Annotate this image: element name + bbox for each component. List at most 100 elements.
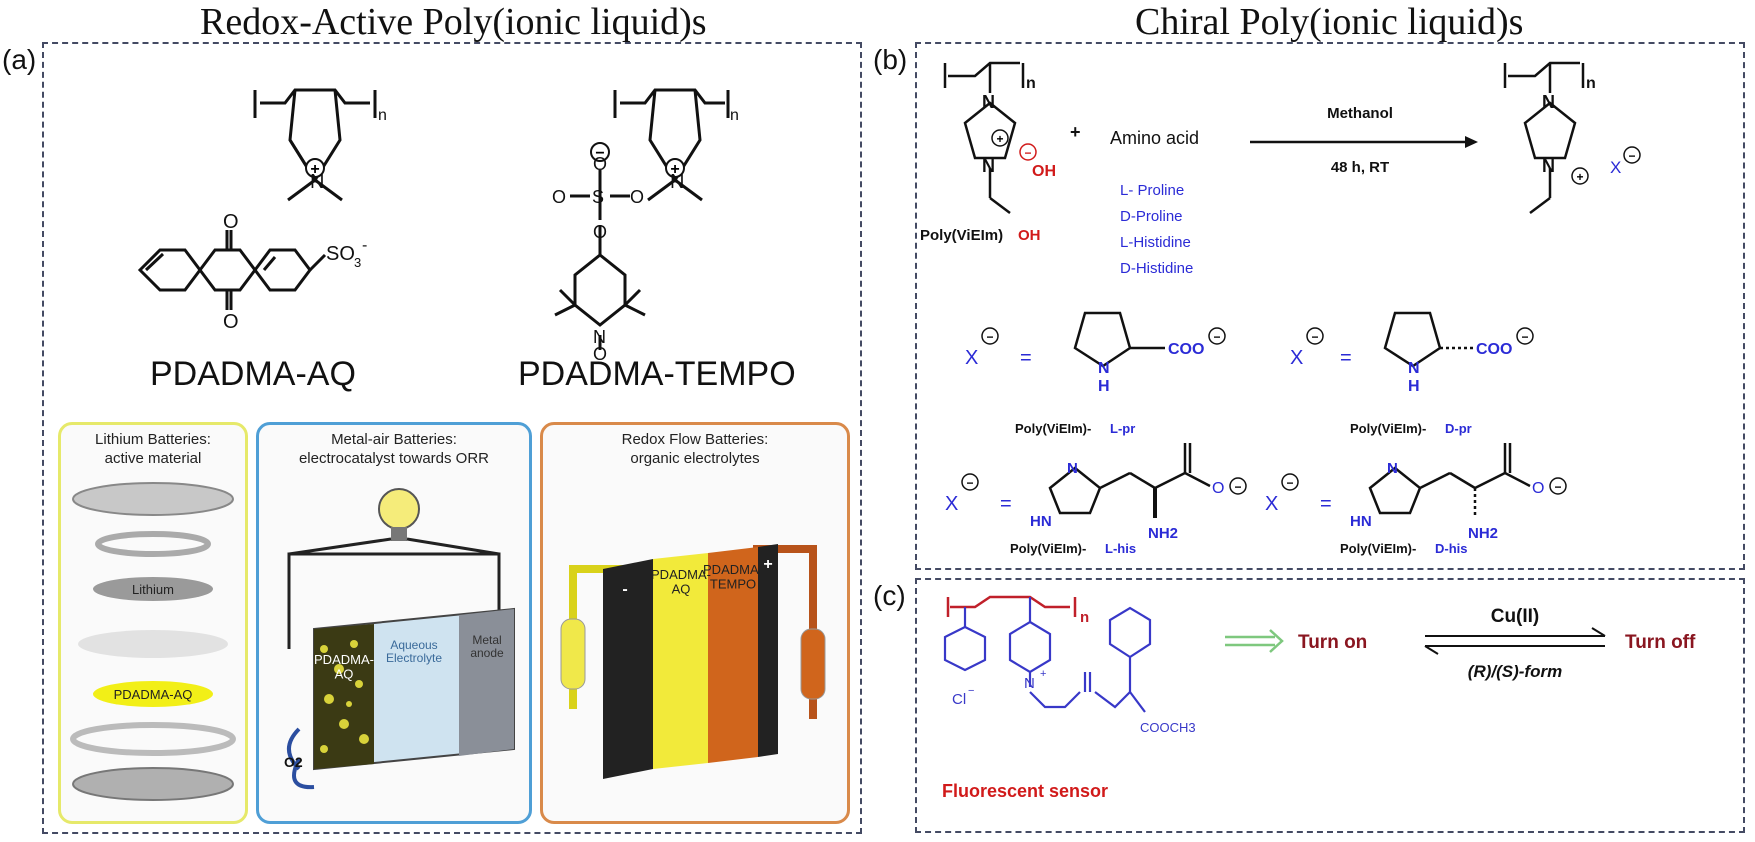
svg-text:−: − — [1213, 330, 1220, 344]
product-dhis-suffix: D-his — [1435, 541, 1468, 556]
svg-text:N: N — [982, 92, 995, 112]
x-eq-lhis: X — [945, 493, 958, 515]
amino-acid-0: L- Proline — [1120, 182, 1184, 199]
svg-text:N: N — [1024, 675, 1035, 692]
sensor-chloride: Cl — [952, 691, 966, 708]
product-x: X — [1610, 158, 1621, 177]
panel-label-c: (c) — [873, 580, 906, 611]
svg-text:N: N — [982, 156, 995, 176]
layer-pdadma-aq: PDADMA-AQ — [114, 687, 193, 702]
svg-text:−: − — [1024, 146, 1031, 160]
conditions-time: 48 h, RT — [1331, 159, 1389, 176]
svg-text:N: N — [1542, 156, 1555, 176]
svg-text:+: + — [1040, 668, 1046, 680]
lhis-o: O — [1212, 480, 1224, 497]
eq-lpr: = — [1020, 347, 1032, 369]
eq-dhis: = — [1320, 493, 1332, 515]
left-title: Redox-Active Poly(ionic liquid)s — [200, 1, 707, 43]
conditions-methanol: Methanol — [1327, 105, 1393, 122]
flow-label-tempo: PDADMA-TEMPO — [703, 562, 763, 591]
svg-text:+: + — [670, 161, 679, 178]
form-rs: (R)/(S)-form — [1468, 662, 1562, 681]
svg-text:−: − — [595, 145, 604, 162]
panel-c-frame — [915, 578, 1745, 833]
x-eq-dhis: X — [1265, 493, 1278, 515]
svg-text:+: + — [310, 161, 319, 178]
dpr-n: N — [1408, 360, 1420, 377]
lhis-nh2: NH2 — [1148, 525, 1178, 542]
amino-acid-1: D-Proline — [1120, 208, 1183, 225]
lithium-battery-title: Lithium Batteries:active material — [95, 431, 211, 467]
x-eq-lpr: X — [965, 347, 978, 369]
flow-minus: - — [622, 581, 627, 598]
svg-text:n: n — [1026, 75, 1036, 92]
panel-b-scheme: N N + n − OH Poly(ViEIm) OH + Amino acid… — [920, 61, 1641, 556]
svg-text:−: − — [966, 476, 973, 490]
svg-text:n: n — [1586, 75, 1596, 92]
panel-b-frame — [915, 42, 1745, 570]
eq-dpr: = — [1340, 347, 1352, 369]
svg-text:+: + — [1576, 170, 1583, 184]
turn-off: Turn off — [1625, 632, 1696, 653]
svg-text:O: O — [630, 187, 644, 207]
flow-label-aq: PDADMA-AQ — [651, 567, 711, 596]
svg-text:n: n — [1080, 609, 1089, 626]
svg-text:O: O — [593, 154, 607, 174]
svg-text:O: O — [552, 187, 566, 207]
svg-text:−: − — [968, 685, 974, 697]
dhis-o: O — [1532, 480, 1544, 497]
lhis-n: N — [1067, 460, 1078, 477]
svg-text:−: − — [1311, 330, 1318, 344]
pdadma-tempo-structure: + N n − O O S O O N O — [552, 88, 739, 360]
compound-pdadma-tempo: PDADMA-TEMPO — [518, 355, 796, 393]
svg-text:N: N — [593, 327, 606, 347]
sensor-ester: COOCH3 — [1140, 720, 1196, 735]
lpr-coo: COO — [1168, 341, 1204, 358]
svg-text:SO: SO — [326, 243, 355, 265]
redox-flow-battery-title: Redox Flow Batteries:organic electrolyte… — [621, 431, 769, 467]
lithium-battery-box: Lithium Batteries:active material Lithiu… — [58, 422, 248, 824]
turn-on: Turn on — [1298, 632, 1367, 653]
flow-plus: + — [763, 556, 772, 573]
svg-text:n: n — [378, 107, 387, 124]
dhis-n: N — [1387, 460, 1398, 477]
product-lhis-suffix: L-his — [1105, 541, 1136, 556]
product-dpr-prefix: Poly(ViEIm)- — [1350, 421, 1426, 436]
right-title: Chiral Poly(ionic liquid)s — [1135, 1, 1524, 43]
plus-sign: + — [1070, 122, 1081, 142]
reactant-name: Poly(ViEIm) — [920, 227, 1003, 244]
amino-acid-2: L-Histidine — [1120, 234, 1191, 251]
svg-text:N: N — [670, 171, 684, 193]
compound-pdadma-aq: PDADMA-AQ — [150, 355, 356, 393]
svg-text:3: 3 — [354, 255, 361, 270]
lpr-n: N — [1098, 360, 1110, 377]
product-lpr-suffix: L-pr — [1110, 421, 1135, 436]
metal-air-battery-title: Metal-air Batteries:electrocatalyst towa… — [298, 431, 490, 467]
svg-text:O: O — [223, 311, 239, 333]
sensor-label: Fluorescent sensor — [942, 781, 1108, 801]
dpr-coo: COO — [1476, 341, 1512, 358]
redox-flow-battery-box: Redox Flow Batteries:organic electrolyte… — [540, 422, 850, 824]
product-dpr-suffix: D-pr — [1445, 421, 1472, 436]
svg-text:−: − — [1628, 149, 1635, 163]
dhis-nh2: NH2 — [1468, 525, 1498, 542]
panel-c-scheme: n N + Cl − COOCH3 Fluorescent sensor Tur… — [942, 595, 1696, 801]
metal-air-label-pdadma-aq: PDADMA-AQ — [314, 652, 374, 681]
svg-text:O: O — [593, 222, 607, 242]
svg-text:+: + — [996, 132, 1003, 146]
eq-lhis: = — [1000, 493, 1012, 515]
svg-text:−: − — [1554, 480, 1561, 494]
layer-lithium: Lithium — [132, 582, 174, 597]
lhis-hn: HN — [1030, 513, 1052, 530]
lithium-battery-stack: Lithium PDADMA-AQ — [70, 481, 236, 801]
svg-text:−: − — [1521, 330, 1528, 344]
catalyst-cu: Cu(II) — [1491, 606, 1540, 627]
product-lhis-prefix: Poly(ViEIm)- — [1010, 541, 1086, 556]
product-dhis-prefix: Poly(ViEIm)- — [1340, 541, 1416, 556]
metal-air-battery-box: Metal-air Batteries:electrocatalyst towa… — [256, 422, 532, 824]
svg-text:O: O — [593, 344, 607, 360]
product-lpr-prefix: Poly(ViEIm)- — [1015, 421, 1091, 436]
